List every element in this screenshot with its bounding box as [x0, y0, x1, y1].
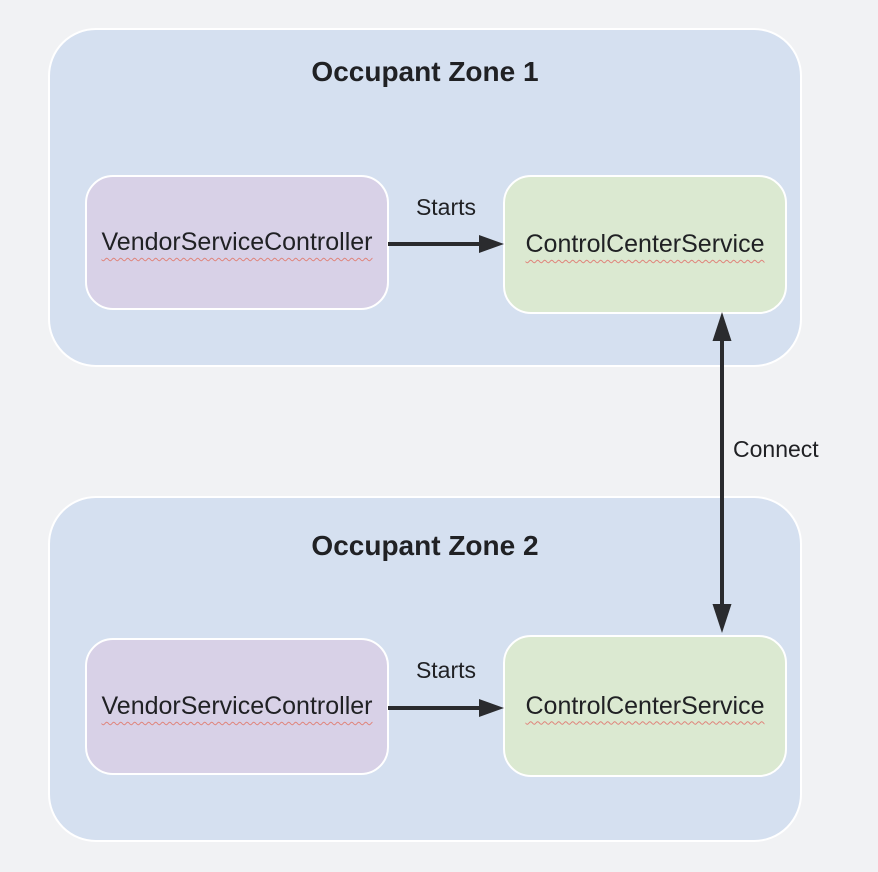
- connect-edge-label: Connect: [733, 436, 819, 462]
- node-vendor-service-controller-1: VendorServiceController: [85, 175, 389, 310]
- starts-arrow-2: [388, 699, 504, 717]
- starts-arrow-1: [388, 235, 504, 253]
- starts-edge-label-1: Starts: [415, 194, 477, 220]
- node-label-vendor-1: VendorServiceController: [101, 228, 373, 256]
- arrowhead-right-icon: [479, 235, 504, 253]
- node-label-vendor-2: VendorServiceController: [101, 692, 373, 720]
- zone-occupant-2: Occupant Zone 2 VendorServiceController …: [48, 496, 802, 842]
- node-label-service-1: ControlCenterService: [525, 230, 765, 258]
- node-vendor-service-controller-2: VendorServiceController: [85, 638, 389, 775]
- arrowhead-down-icon: [712, 604, 732, 633]
- arrowhead-up-icon: [712, 312, 732, 341]
- zone-1-title: Occupant Zone 1: [311, 56, 539, 87]
- zone-occupant-1: Occupant Zone 1 VendorServiceController …: [48, 28, 802, 367]
- zone-2-title: Occupant Zone 2: [311, 530, 539, 561]
- starts-edge-label-2: Starts: [415, 657, 477, 683]
- node-control-center-service-1: ControlCenterService: [503, 175, 787, 314]
- arrowhead-right-icon: [479, 699, 504, 717]
- connect-arrow: [712, 312, 732, 633]
- node-label-service-2: ControlCenterService: [525, 691, 765, 720]
- node-control-center-service-2: ControlCenterService: [503, 635, 787, 777]
